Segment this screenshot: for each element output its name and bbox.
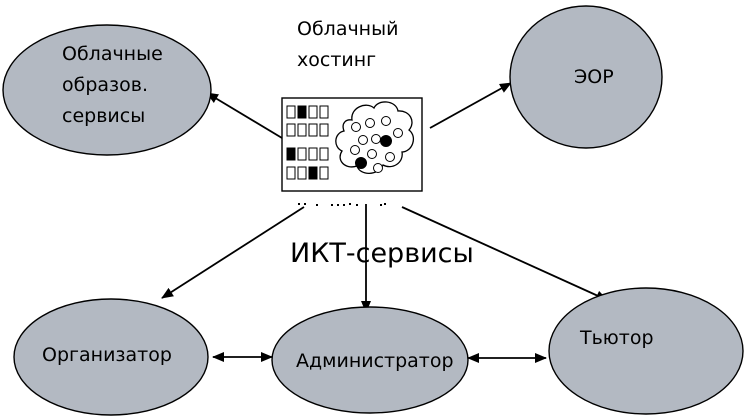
node-tutor: Тьютор	[548, 287, 744, 415]
tutor-label: Тьютор	[579, 327, 654, 349]
edge-hosting-to-organizer	[161, 206, 305, 299]
edge-hosting-to-tutor	[401, 206, 608, 301]
ict-services-label: ИКТ-сервисы	[290, 238, 474, 269]
node-organizer: Организатор	[13, 298, 209, 416]
node-eor: ЭОР	[509, 5, 663, 149]
cloud-services-label-line1: Облачные	[62, 43, 163, 65]
edge-hosting-to-cloud-services	[206, 92, 283, 139]
server-cloud-icon	[281, 97, 423, 192]
hosting-label-line2: хостинг	[297, 49, 376, 71]
hosting-label-line1: Облачный	[297, 18, 398, 40]
dot-artifacts	[298, 203, 386, 206]
administrator-label: Администратор	[296, 350, 454, 372]
cloud-services-label-line2: образов.	[62, 74, 148, 96]
cloud-services-label-line3: сервисы	[62, 105, 145, 127]
eor-label: ЭОР	[574, 66, 614, 88]
edge-hosting-to-eor	[429, 82, 512, 129]
node-cloud-services: Облачные образов. сервисы	[2, 24, 212, 156]
organizer-label: Организатор	[42, 344, 172, 366]
node-administrator: Администратор	[271, 306, 469, 414]
